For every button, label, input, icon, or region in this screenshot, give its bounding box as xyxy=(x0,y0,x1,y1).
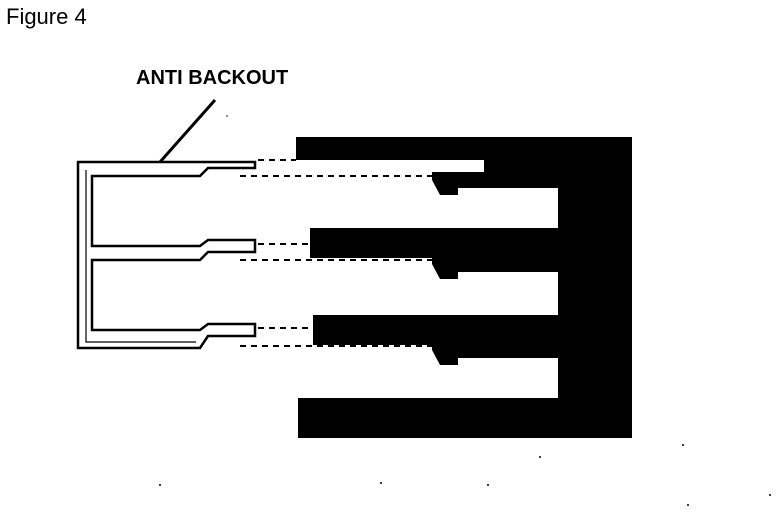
anti-backout-clip xyxy=(76,160,257,350)
dashed-guides xyxy=(240,159,432,347)
anti-backout-clip-inner xyxy=(85,170,196,343)
connector-body xyxy=(296,137,632,438)
anti-backout-label: ANTI BACKOUT xyxy=(136,67,289,89)
scan-specks xyxy=(159,115,771,506)
callout-leader-line xyxy=(158,99,217,163)
figure-title: Figure 4 xyxy=(6,4,87,29)
